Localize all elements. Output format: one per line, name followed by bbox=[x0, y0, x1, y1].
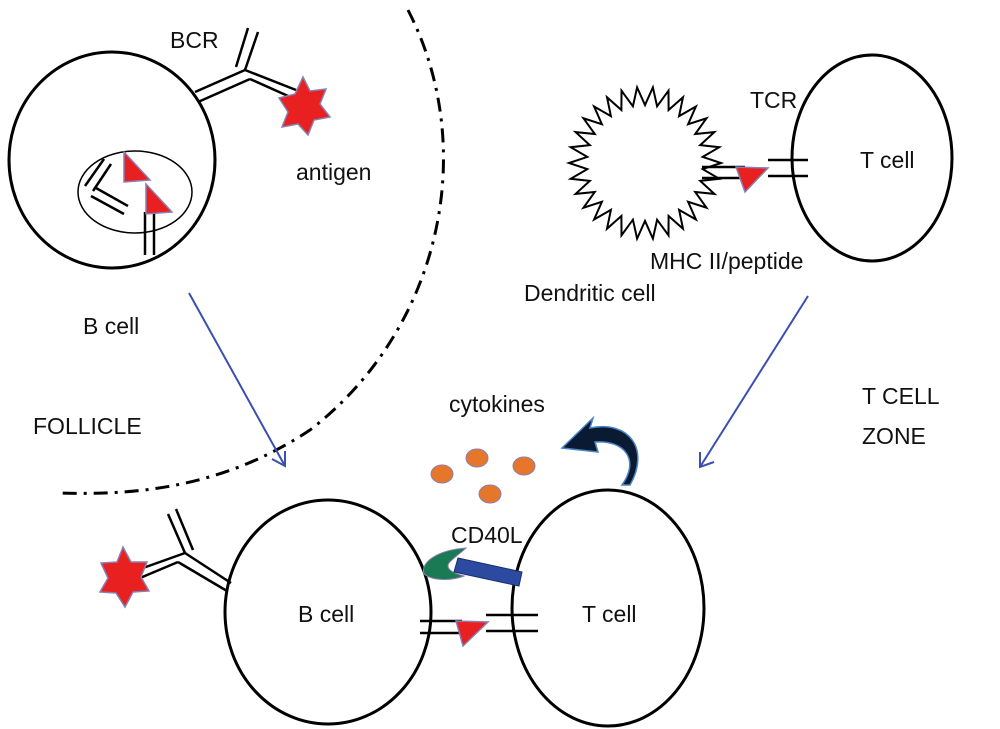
dot-icon bbox=[465, 448, 489, 468]
cd40-receptor bbox=[423, 547, 468, 580]
t-cell-zone-label-1: T CELL bbox=[862, 383, 940, 409]
peptide-triangle bbox=[145, 182, 174, 215]
cytokine-secretion-arrow bbox=[560, 415, 639, 486]
bcr-receptor bbox=[194, 27, 298, 104]
star-icon bbox=[98, 545, 151, 609]
dot-icon bbox=[430, 464, 454, 484]
bcr-label: BCR bbox=[170, 27, 219, 53]
peptide-triangle bbox=[123, 150, 152, 183]
migration-arrow-left bbox=[188, 292, 286, 468]
bcr-receptor-bottom bbox=[139, 508, 232, 593]
dot-icon bbox=[512, 456, 536, 476]
b-cell-bottom bbox=[223, 498, 433, 726]
peptide-triangle bbox=[455, 620, 490, 648]
mhc-tcr-synapse-bottom bbox=[420, 613, 538, 635]
endosome bbox=[77, 150, 193, 234]
peptide-triangle bbox=[734, 166, 770, 194]
dendritic-cell-label: Dendritic cell bbox=[524, 280, 656, 306]
internalized-receptor bbox=[83, 158, 156, 255]
cd40l-ligand bbox=[453, 557, 523, 587]
follicle-boundary bbox=[59, 9, 445, 495]
mhc-peptide-label: MHC II/peptide bbox=[650, 248, 803, 274]
b-cell-top bbox=[7, 50, 217, 270]
star-icon bbox=[277, 75, 332, 137]
migration-arrow-right bbox=[699, 295, 809, 469]
t-cell-top bbox=[790, 53, 954, 263]
t-cell-bottom-label: T cell bbox=[582, 601, 637, 627]
cd40l-label: CD40L bbox=[451, 522, 523, 548]
b-cell-top-label: B cell bbox=[83, 313, 139, 339]
t-cell-top-label: T cell bbox=[860, 147, 915, 173]
t-cell-bottom bbox=[510, 488, 706, 728]
cytokines bbox=[430, 448, 536, 504]
dot-icon bbox=[478, 484, 502, 504]
spiky-circle-icon bbox=[565, 84, 725, 242]
b-cell-bottom-label: B cell bbox=[298, 601, 354, 627]
cytokines-label: cytokines bbox=[449, 391, 545, 417]
tcr-label: TCR bbox=[750, 87, 797, 113]
t-cell-zone-label-2: ZONE bbox=[862, 423, 926, 449]
follicle-label: FOLLICLE bbox=[33, 413, 142, 439]
antigen-label: antigen bbox=[296, 159, 371, 185]
